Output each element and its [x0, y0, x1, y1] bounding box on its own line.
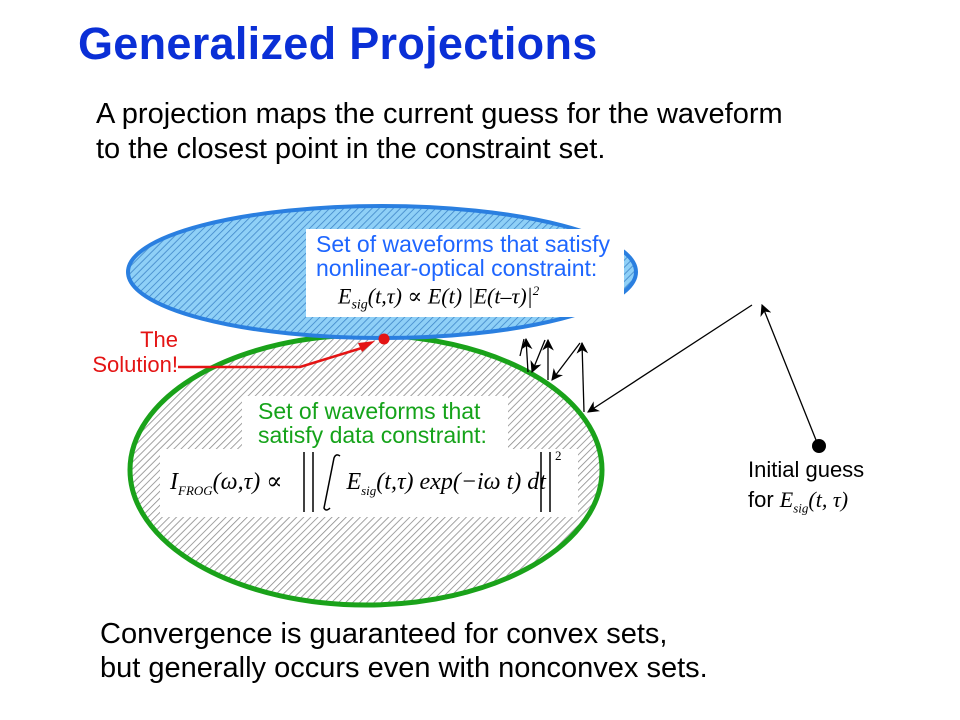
guess-E: E: [779, 487, 794, 512]
solution-label-line-1: The: [140, 327, 178, 352]
frog-integrand-sub: sig: [361, 482, 377, 498]
data-label-line-2: satisfy data constraint:: [258, 422, 487, 448]
guess-sub: sig: [793, 500, 809, 516]
initial-guess-line-1: Initial guess: [748, 457, 865, 482]
initial-guess-equation: Esig(t, τ): [779, 487, 849, 516]
slide-title: Generalized Projections: [78, 18, 598, 69]
intro-line-2: to the closest point in the constraint s…: [96, 133, 606, 165]
guess-rest: (t, τ): [808, 487, 849, 512]
data-constraint-label: Set of waveforms that satisfy data const…: [242, 396, 508, 450]
frog-I: I: [170, 469, 178, 495]
outro-line-2: but generally occurs even with nonconvex…: [100, 652, 708, 684]
eq-nl-sub: sig: [351, 297, 368, 313]
eq-nl-E: E: [338, 283, 352, 309]
nonlinear-constraint-equation: Esig(t,τ) ∝ E(t) |E(t–τ)|2: [338, 283, 539, 314]
frog-integrand-E: E: [346, 469, 362, 495]
frog-exponent: 2: [555, 448, 562, 463]
eq-nl-rest: (t,τ) ∝ E(t) |E(t–τ)|: [367, 283, 533, 309]
initial-guess-line-2: for Esig(t, τ): [748, 485, 864, 523]
initial-guess-label: Initial guess for Esig(t, τ): [748, 455, 864, 523]
nonlinear-constraint-label: Set of waveforms that satisfy nonlinear-…: [306, 229, 624, 317]
eq-nl-sup: 2: [532, 283, 540, 298]
frog-integrand-rest: (t,τ) exp(−iω t) dt: [376, 469, 546, 495]
outro-line-1: Convergence is guaranteed for convex set…: [100, 618, 668, 650]
frog-lhs-args: (ω,τ) ∝: [212, 469, 283, 495]
solution-pointer: [178, 345, 366, 369]
solution-label: The Solution!: [82, 327, 178, 377]
data-constraint-equation-box: [160, 449, 578, 517]
data-label-line-1: Set of waveforms that: [258, 398, 481, 424]
projection-path: [519, 303, 819, 446]
solution-label-line-2: Solution!: [92, 352, 178, 377]
frog-equation: IFROG(ω,τ) ∝ Esig(t,τ) exp(−iω t) dt: [170, 467, 546, 499]
initial-guess-prefix: for: [748, 487, 780, 512]
nonlinear-label-line-1: Set of waveforms that satisfy: [316, 231, 611, 257]
initial-guess-point: [812, 439, 826, 453]
frog-I-sub: FROG: [178, 482, 213, 498]
intro-text: A projection maps the current guess for …: [96, 97, 783, 167]
nonlinear-label-line-2: nonlinear-optical constraint:: [316, 255, 598, 281]
intro-line-1: A projection maps the current guess for …: [96, 98, 783, 130]
outro-text: Convergence is guaranteed for convex set…: [100, 617, 708, 685]
solution-pointer-head: [358, 341, 375, 352]
solution-point: [378, 333, 390, 345]
